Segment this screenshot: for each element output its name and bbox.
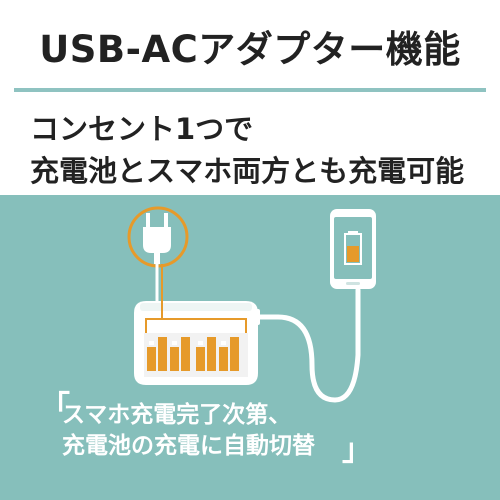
title-underline bbox=[14, 88, 486, 92]
caption-open-bracket: 「 bbox=[40, 390, 70, 425]
caption-line-2: 充電池の充電に自動切替 bbox=[62, 433, 315, 459]
smartphone-icon bbox=[330, 209, 376, 289]
illustration bbox=[127, 206, 376, 403]
headline-line-1: コンセント1つで bbox=[30, 112, 254, 146]
caption-close-bracket: 」 bbox=[342, 433, 372, 468]
caption-line-1: スマホ充電完了次第、 bbox=[62, 402, 292, 428]
usb-cable-icon bbox=[246, 287, 361, 403]
ac-plug-icon bbox=[127, 206, 189, 301]
page-title: USB-ACアダプター機能 bbox=[39, 28, 461, 71]
charger-unit-icon bbox=[134, 301, 258, 385]
phone-battery-icon bbox=[344, 231, 362, 265]
headline-line-2: 充電池とスマホ両方とも充電可能 bbox=[30, 154, 465, 188]
